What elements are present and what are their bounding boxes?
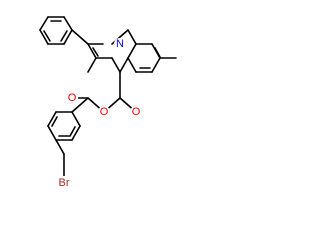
- bond: [63, 29, 73, 45]
- molecule-diagram: N O O O Br: [39, 16, 177, 190]
- bond: [87, 57, 97, 73]
- bond: [127, 43, 137, 59]
- carbonyl-oxygen-label: O: [132, 106, 141, 118]
- bond: [154, 47, 161, 58]
- ketone-oxygen-label: O: [68, 92, 77, 104]
- nitrogen-atom: N: [114, 38, 126, 50]
- bond: [47, 125, 57, 141]
- bond: [71, 111, 81, 127]
- bond: [127, 57, 137, 73]
- bond: [71, 29, 89, 45]
- bond: [151, 57, 161, 73]
- oxygen-atom-ketone: O: [66, 92, 78, 104]
- bonds: [39, 16, 177, 181]
- bond: [47, 111, 57, 127]
- oxygen-atom-carbonyl: O: [130, 106, 142, 118]
- bond: [39, 29, 49, 45]
- ester-oxygen-label: O: [100, 106, 109, 118]
- oxygen-atom-ester: O: [98, 106, 110, 118]
- nitrogen-label: N: [116, 38, 124, 50]
- bond: [71, 125, 81, 141]
- bond: [71, 97, 89, 113]
- bond: [92, 47, 99, 57]
- bond: [111, 57, 121, 73]
- bond: [43, 30, 51, 42]
- bond: [39, 16, 49, 31]
- bond: [69, 126, 76, 137]
- bond: [127, 29, 137, 45]
- bond: [51, 116, 58, 127]
- bond: [119, 57, 129, 73]
- bromine-atom: Br: [55, 176, 73, 190]
- structure-drawing: N O O O Br: [39, 16, 177, 190]
- atom-labels: N O O O Br: [55, 38, 142, 190]
- bond: [63, 16, 73, 31]
- bond: [55, 139, 65, 155]
- bromine-label: Br: [59, 177, 70, 189]
- bond: [87, 43, 97, 59]
- bond: [60, 30, 68, 42]
